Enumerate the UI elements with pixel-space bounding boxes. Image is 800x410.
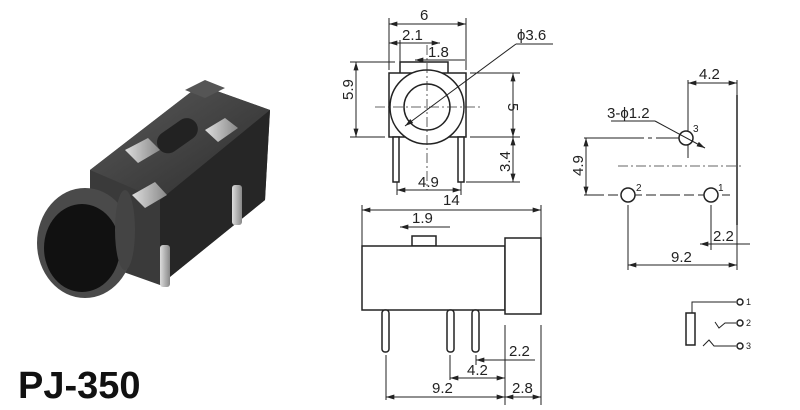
dim-holes: 3-ϕ1.2 bbox=[607, 105, 650, 122]
dim-length: 14 bbox=[443, 192, 460, 209]
dim-offset: 2.1 bbox=[402, 27, 423, 44]
schematic-pin-2: 2 bbox=[746, 318, 751, 328]
schematic-pin-3: 3 bbox=[746, 341, 751, 351]
hole-label-2: 2 bbox=[636, 183, 642, 194]
hole-label-1: 1 bbox=[718, 183, 724, 194]
dim-pcb-9-2: 9.2 bbox=[671, 249, 692, 266]
dim-pin-pitch: 4.9 bbox=[418, 174, 439, 191]
dim-pcb-4-9: 4.9 bbox=[570, 155, 587, 176]
schematic-pin-1: 1 bbox=[746, 297, 751, 307]
dim-diameter: ϕ3.6 bbox=[517, 27, 546, 44]
dim-side-2-2: 2.2 bbox=[509, 343, 530, 360]
front-view bbox=[350, 18, 553, 195]
schematic bbox=[685, 298, 744, 350]
dim-side-9-2: 9.2 bbox=[432, 380, 453, 397]
dim-pcb-2-2: 2.2 bbox=[713, 228, 734, 245]
hole-1 bbox=[703, 187, 719, 203]
hole-label-3: 3 bbox=[693, 124, 699, 135]
dim-body: 5 bbox=[504, 103, 521, 111]
dim-side-2-8: 2.8 bbox=[512, 380, 533, 397]
side-view bbox=[361, 205, 542, 405]
dim-height: 5.9 bbox=[340, 79, 357, 100]
model-title: PJ-350 bbox=[18, 365, 141, 407]
dim-tab: 1.8 bbox=[428, 44, 449, 61]
dim-pcb-4-2: 4.2 bbox=[699, 66, 720, 83]
pcb-layout bbox=[583, 80, 750, 270]
hole-2 bbox=[620, 187, 636, 203]
dim-pin-length: 3.4 bbox=[497, 151, 514, 172]
product-photo bbox=[37, 80, 270, 298]
dim-side-4-2: 4.2 bbox=[467, 362, 488, 379]
dim-width: 6 bbox=[420, 7, 428, 24]
dim-side-tab: 1.9 bbox=[412, 210, 433, 227]
